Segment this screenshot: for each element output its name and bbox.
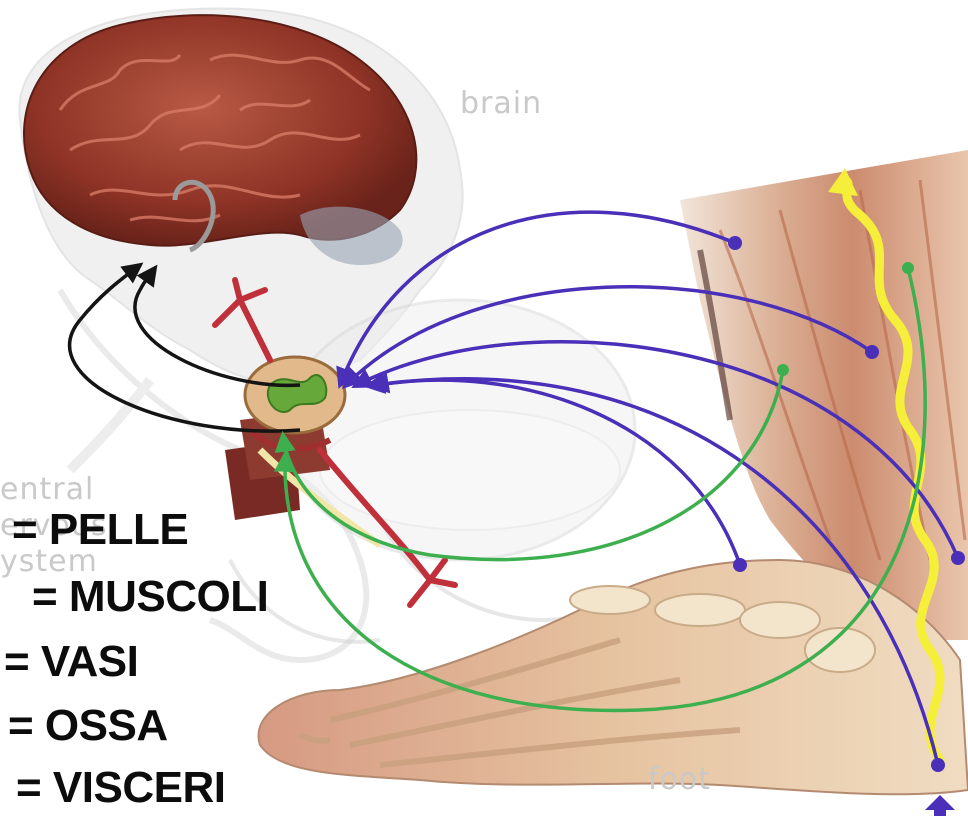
legend-muscoli: = MUSCOLI (32, 572, 268, 622)
up-arrow-icon (925, 795, 955, 816)
foot-label: foot (648, 762, 711, 797)
legend-pelle: = PELLE (12, 505, 188, 555)
legend-visceri: = VISCERI (16, 763, 225, 813)
legend-ossa: = OSSA (8, 701, 168, 751)
cns-label-line-1: entral (0, 472, 94, 507)
legend-vasi: = VASI (4, 637, 138, 687)
brain-label: brain (460, 86, 542, 121)
